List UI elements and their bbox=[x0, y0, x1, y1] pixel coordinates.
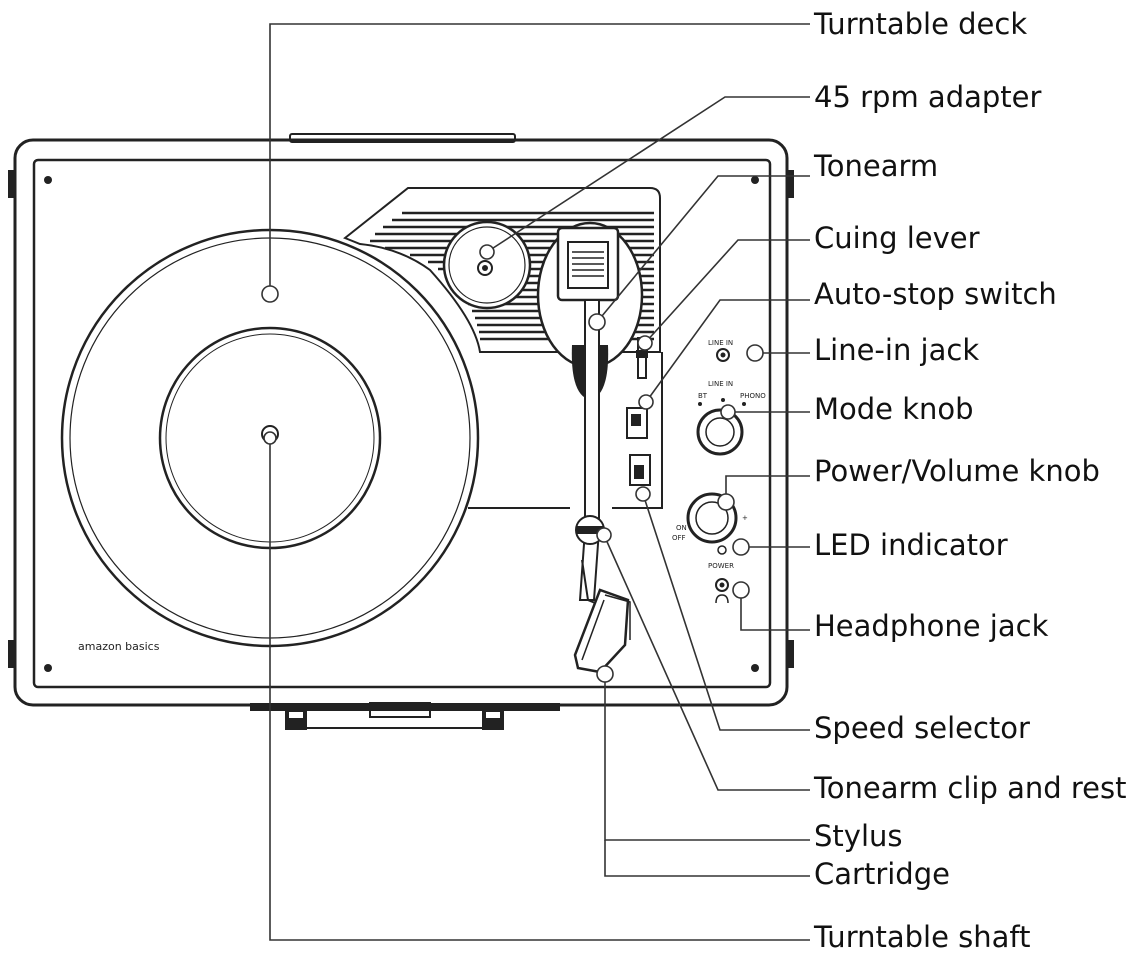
leader-lines bbox=[269, 23, 810, 941]
leader-stylus bbox=[604, 674, 810, 841]
marker-mode-knob bbox=[720, 404, 736, 420]
rpm-adapter-holder bbox=[442, 220, 532, 310]
brand-logo: amazon basics bbox=[78, 640, 160, 653]
marker-speed-selector bbox=[635, 486, 651, 502]
speed-selector-slot bbox=[629, 454, 651, 486]
panel-mode-phono-text: PHONO bbox=[740, 392, 766, 400]
panel-on-text: ON bbox=[676, 524, 687, 532]
marker-power-volume bbox=[717, 493, 735, 511]
side-latch bbox=[8, 640, 16, 668]
leader-cuing-lever bbox=[644, 239, 810, 344]
tonearm-assembly bbox=[573, 299, 631, 674]
bottom-clasp bbox=[250, 702, 560, 730]
panel-power-text: POWER bbox=[708, 562, 734, 570]
label-tonearm-clip-rest: Tonearm clip and rest bbox=[813, 771, 1126, 805]
marker-led bbox=[732, 538, 750, 556]
label-cuing-lever: Cuing lever bbox=[814, 221, 980, 255]
marker-tonearm bbox=[588, 313, 606, 331]
label-cartridge: Cartridge bbox=[814, 857, 950, 891]
leader-rpm-adapter bbox=[486, 96, 810, 253]
case-inner-panel bbox=[32, 158, 772, 689]
label-line-in-jack: Line-in jack bbox=[814, 333, 979, 367]
auto-stop-switch-slot bbox=[626, 407, 648, 439]
panel-line-in-text: LINE IN bbox=[708, 339, 733, 347]
speaker-panel bbox=[343, 187, 661, 353]
label-headphone-jack: Headphone jack bbox=[814, 609, 1049, 643]
side-latch bbox=[786, 170, 794, 198]
marker-headphone bbox=[732, 581, 750, 599]
panel-plus-text: + bbox=[742, 514, 748, 522]
marker-cuing-lever bbox=[637, 335, 653, 351]
leader-cartridge bbox=[604, 840, 810, 877]
label-turntable-deck: Turntable deck bbox=[813, 7, 1027, 41]
label-stylus: Stylus bbox=[814, 819, 903, 853]
leader-speed-selector bbox=[642, 493, 810, 731]
label-rpm-adapter: 45 rpm adapter bbox=[814, 80, 1041, 114]
panel-mode-bt-text: BT bbox=[698, 392, 708, 400]
deck-cutout-edge bbox=[468, 352, 663, 509]
callout-markers bbox=[261, 244, 764, 683]
side-latch bbox=[786, 640, 794, 668]
leader-turntable-deck bbox=[269, 23, 810, 294]
leader-tonearm-clip bbox=[603, 534, 810, 791]
line-in-port bbox=[716, 348, 730, 362]
screw bbox=[44, 176, 759, 672]
marker-rpm-adapter bbox=[479, 244, 495, 260]
marker-tonearm-clip bbox=[596, 527, 612, 543]
leader-tonearm bbox=[596, 175, 810, 323]
turntable-body: LINE IN LINE IN BT PHONO ON OFF + POWER bbox=[8, 133, 794, 730]
side-latch bbox=[8, 170, 16, 198]
marker-line-in bbox=[746, 344, 764, 362]
marker-cartridge bbox=[596, 665, 614, 683]
label-speed-selector: Speed selector bbox=[814, 711, 1030, 745]
panel-mode-line-in-text: LINE IN bbox=[708, 380, 733, 388]
leader-power-volume bbox=[725, 475, 810, 500]
leader-auto-stop bbox=[645, 299, 810, 403]
leader-turntable-shaft bbox=[269, 438, 810, 941]
leader-headphone bbox=[740, 590, 810, 631]
label-auto-stop-switch: Auto-stop switch bbox=[814, 277, 1057, 311]
tonearm-clip bbox=[577, 526, 603, 534]
part-labels: Turntable deck 45 rpm adapter Tonearm Cu… bbox=[813, 7, 1126, 953]
mode-knob bbox=[696, 398, 746, 456]
label-turntable-shaft: Turntable shaft bbox=[813, 920, 1030, 953]
top-handle-hinge bbox=[289, 133, 516, 143]
marker-turntable-deck bbox=[261, 285, 279, 303]
panel-off-text: OFF bbox=[672, 534, 686, 542]
label-power-volume-knob: Power/Volume knob bbox=[814, 454, 1100, 488]
headphone-port bbox=[715, 578, 729, 604]
label-mode-knob: Mode knob bbox=[814, 392, 974, 426]
led-light bbox=[717, 545, 727, 555]
label-led-indicator: LED indicator bbox=[814, 528, 1008, 562]
marker-auto-stop bbox=[638, 394, 654, 410]
marker-turntable-shaft bbox=[263, 431, 277, 445]
label-tonearm: Tonearm bbox=[813, 149, 938, 183]
